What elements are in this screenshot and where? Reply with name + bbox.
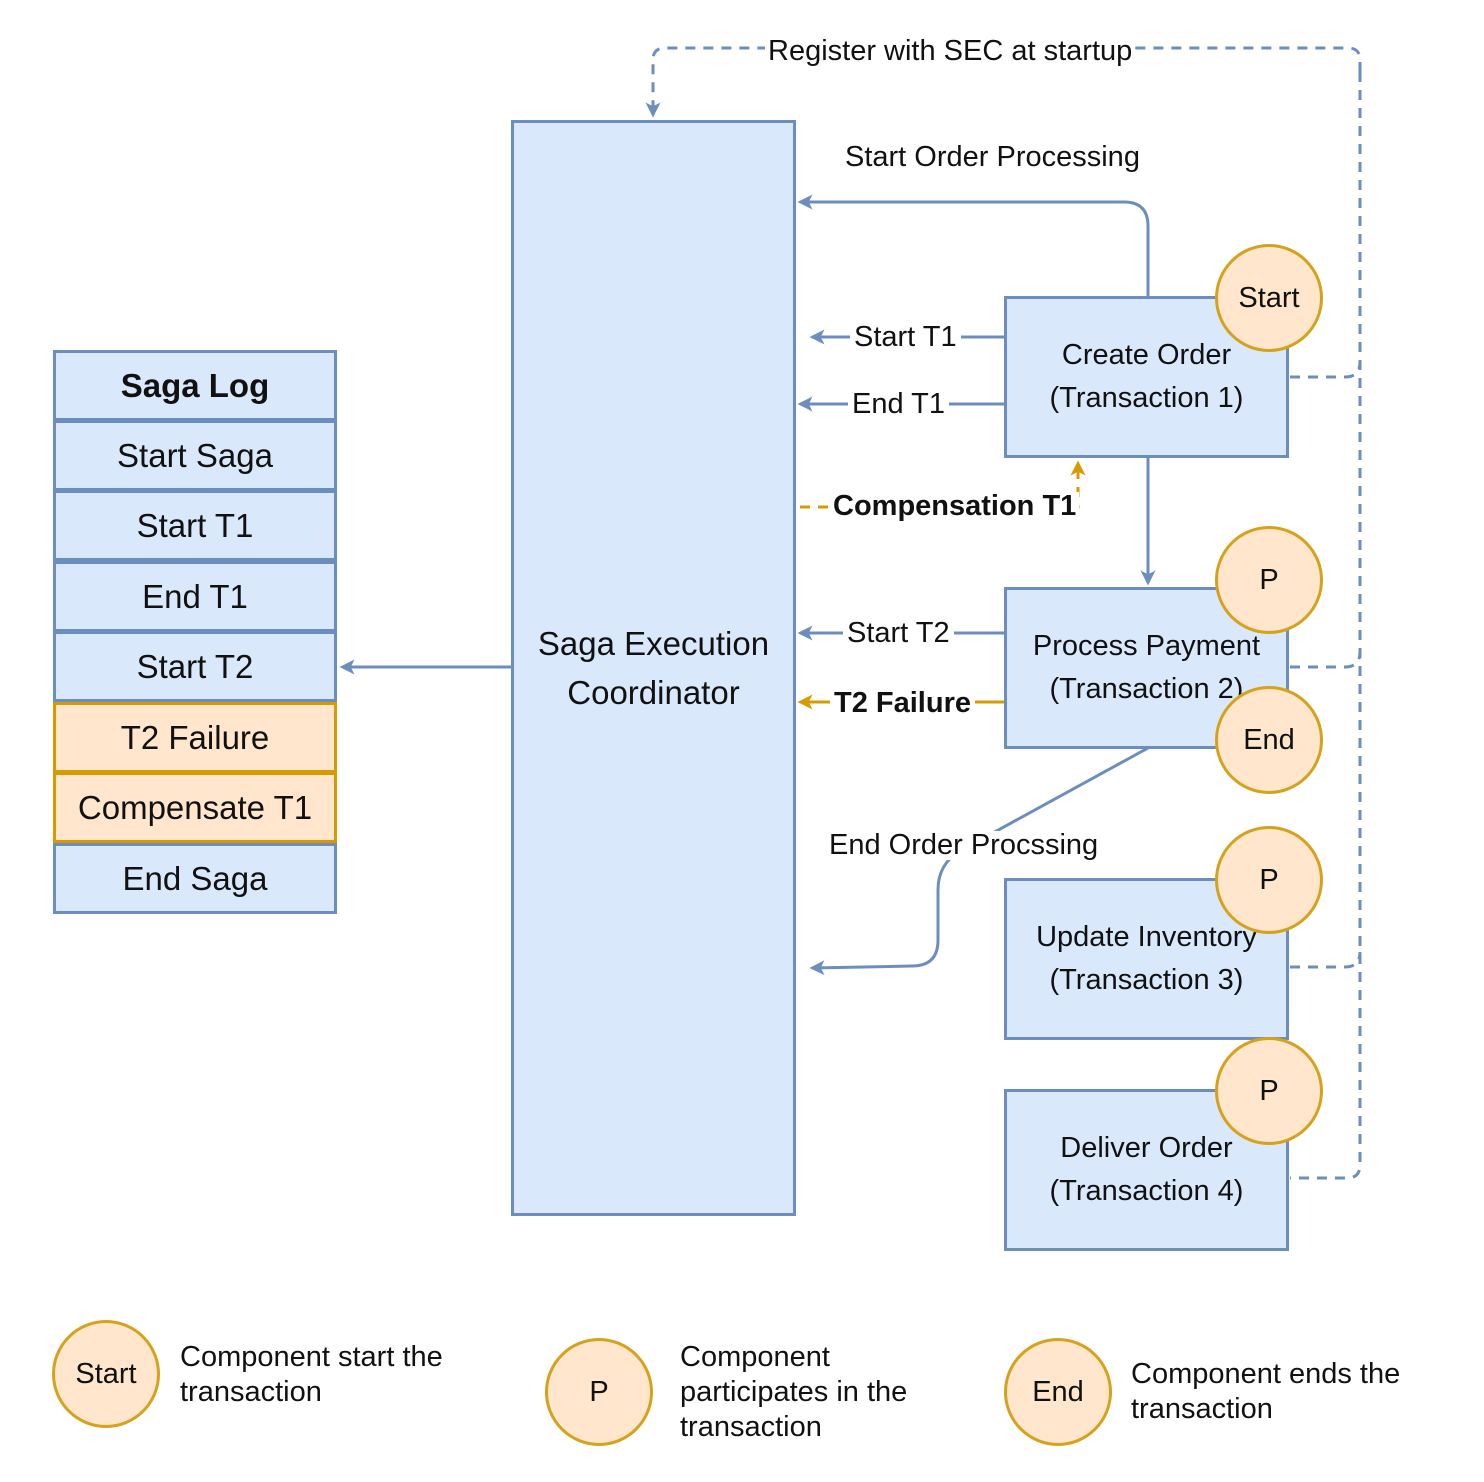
register-link-t1: [1290, 361, 1362, 379]
register-link-t3: [1290, 951, 1362, 969]
component-transaction: (Transaction 2): [1049, 673, 1244, 705]
saga-log-entry: Start T2: [53, 631, 337, 702]
saga-log-entry-failure: Compensate T1: [53, 772, 337, 843]
legend-end-text: Component ends the transaction: [1131, 1358, 1401, 1425]
role-participant-badge: P: [1215, 826, 1323, 934]
component-transaction: (Transaction 1): [1049, 382, 1244, 414]
start-t1-label: Start T1: [850, 323, 961, 352]
end-t1-label: End T1: [848, 390, 949, 419]
start-t2-label: Start T2: [843, 619, 954, 648]
t2-failure-label: T2 Failure: [830, 689, 975, 718]
register-connector: [645, 46, 1362, 118]
saga-log-entry: Start Saga: [53, 420, 337, 491]
legend-end-symbol: End: [1004, 1338, 1112, 1446]
coordinator-line-1: Saga Execution: [537, 625, 770, 662]
component-name: Update Inventory: [1036, 921, 1257, 953]
role-start-badge: Start: [1215, 244, 1323, 352]
saga-log-title: Saga Log: [53, 350, 337, 421]
register-label: Register with SEC at startup: [765, 37, 1136, 66]
role-participant-badge: P: [1215, 526, 1323, 634]
compensation-t1-label: Compensation T1: [830, 492, 1080, 521]
role-participant-badge: P: [1215, 1037, 1323, 1145]
component-transaction: (Transaction 4): [1049, 1175, 1244, 1207]
legend-start-text: Component start the transaction: [180, 1341, 443, 1408]
component-name: Deliver Order: [1060, 1132, 1233, 1164]
saga-execution-coordinator: Saga Execution Coordinator: [511, 120, 796, 1216]
legend-start-symbol: Start: [52, 1320, 160, 1428]
end-order-label: End Order Procssing: [826, 831, 1102, 860]
saga-log-entry: End T1: [53, 561, 337, 632]
component-name: Process Payment: [1032, 630, 1261, 662]
component-transaction: (Transaction 3): [1049, 964, 1244, 996]
register-link-t2: [1290, 651, 1362, 669]
saga-log-entry-failure: T2 Failure: [53, 702, 337, 773]
component-name: Create Order: [1061, 339, 1232, 371]
start-order-label: Start Order Processing: [845, 141, 1140, 173]
saga-log-entry: End Saga: [53, 843, 337, 914]
register-bus-line: [1290, 72, 1362, 1180]
role-end-badge: End: [1215, 686, 1323, 794]
coordinator-line-2: Coordinator: [567, 674, 740, 711]
saga-log-entry: Start T1: [53, 490, 337, 561]
start-order-connector: [797, 194, 1150, 297]
legend-participant-text: Component participates in the transactio…: [680, 1341, 908, 1443]
legend-participant-symbol: P: [545, 1338, 653, 1446]
